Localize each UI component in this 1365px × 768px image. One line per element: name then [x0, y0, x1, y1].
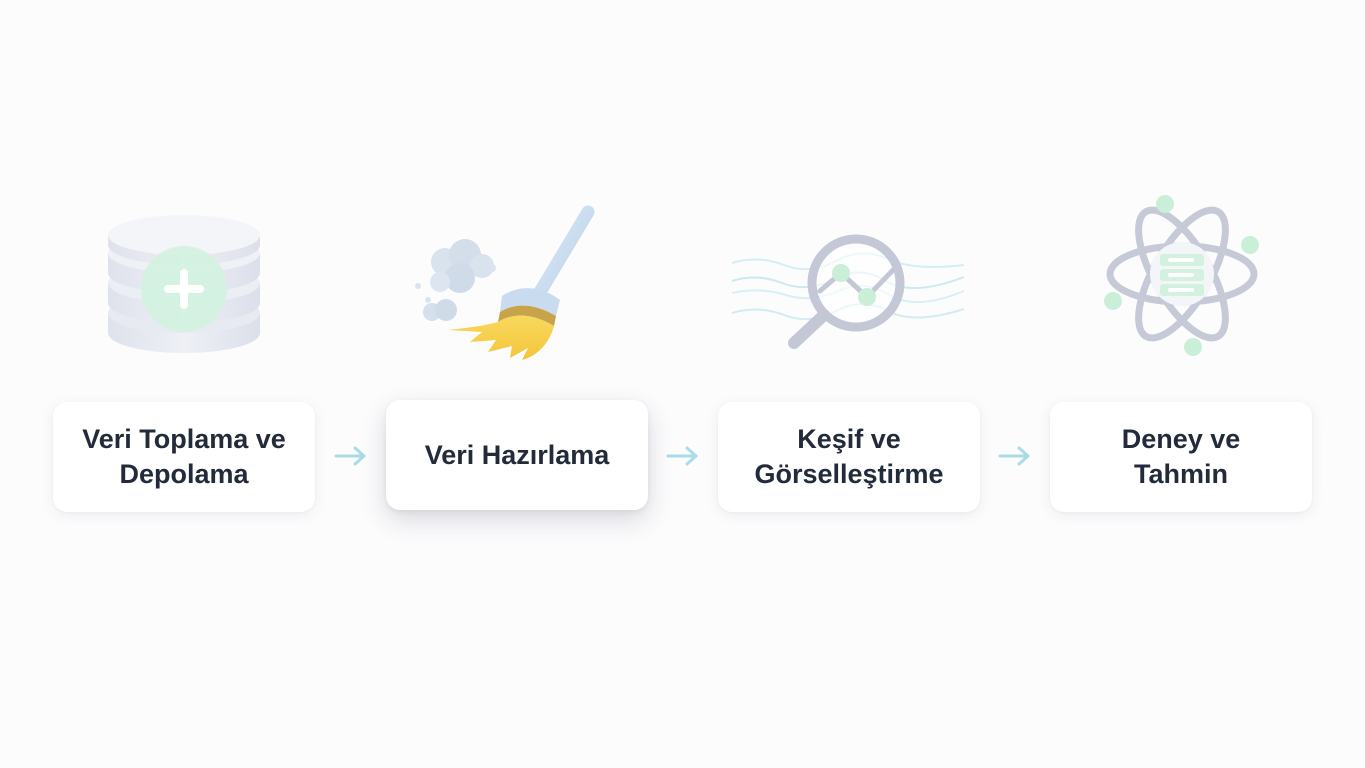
- atom-server-icon: [1104, 195, 1259, 356]
- step-card-data-collection: Veri Toplama ve Depolama: [53, 402, 315, 512]
- arrow-right-icon: [666, 446, 698, 466]
- step-label: Keşif ve Görselleştirme: [754, 424, 944, 489]
- step-card-exploration: Keşif ve Görselleştirme: [718, 402, 980, 512]
- arrow-right-icon: [334, 446, 366, 466]
- arrow-right-icon: [998, 446, 1030, 466]
- database-add-icon: [108, 215, 260, 353]
- magnifier-chart-icon: [731, 234, 965, 349]
- step-label: Deney ve Tahmin: [1121, 424, 1241, 489]
- broom-icon: [415, 205, 595, 360]
- step-label: Veri Hazırlama: [424, 439, 610, 470]
- step-label: Veri Toplama ve Depolama: [82, 424, 286, 489]
- step-card-experiment: Deney ve Tahmin: [1050, 402, 1312, 512]
- step-card-data-preparation: Veri Hazırlama: [386, 400, 648, 510]
